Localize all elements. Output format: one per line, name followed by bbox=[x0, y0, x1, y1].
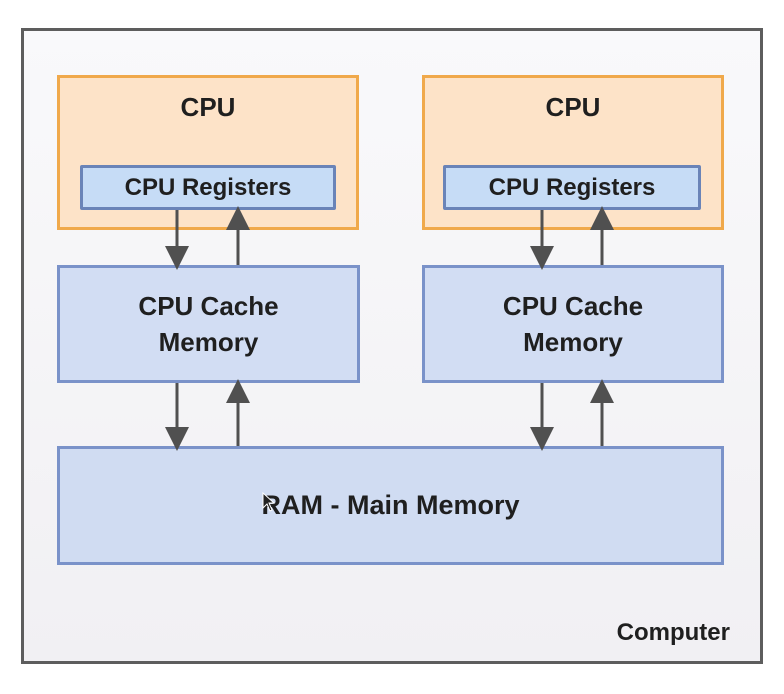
cache-label-line2: Memory bbox=[523, 327, 623, 357]
registers-label: CPU Registers bbox=[488, 173, 656, 201]
cache-label-line1: CPU Cache bbox=[502, 291, 644, 321]
cache-label-line1: CPU Cache bbox=[138, 291, 279, 321]
cache-label-line2: Memory bbox=[158, 327, 259, 357]
mouse-cursor-icon bbox=[262, 492, 276, 512]
cpu-registers-left: CPU Registers bbox=[80, 165, 336, 210]
main-memory-box: RAM - Main Memory bbox=[57, 446, 724, 565]
cpu-cache-right: CPU Cache Memory bbox=[422, 265, 724, 383]
main-memory-label: RAM - Main Memory bbox=[261, 490, 520, 520]
cpu-title: CPU bbox=[545, 92, 601, 122]
registers-label: CPU Registers bbox=[124, 173, 292, 201]
computer-label: Computer bbox=[616, 619, 730, 646]
cpu-registers-right: CPU Registers bbox=[443, 165, 701, 210]
cpu-cache-left: CPU Cache Memory bbox=[57, 265, 360, 383]
cpu-title: CPU bbox=[180, 92, 236, 122]
